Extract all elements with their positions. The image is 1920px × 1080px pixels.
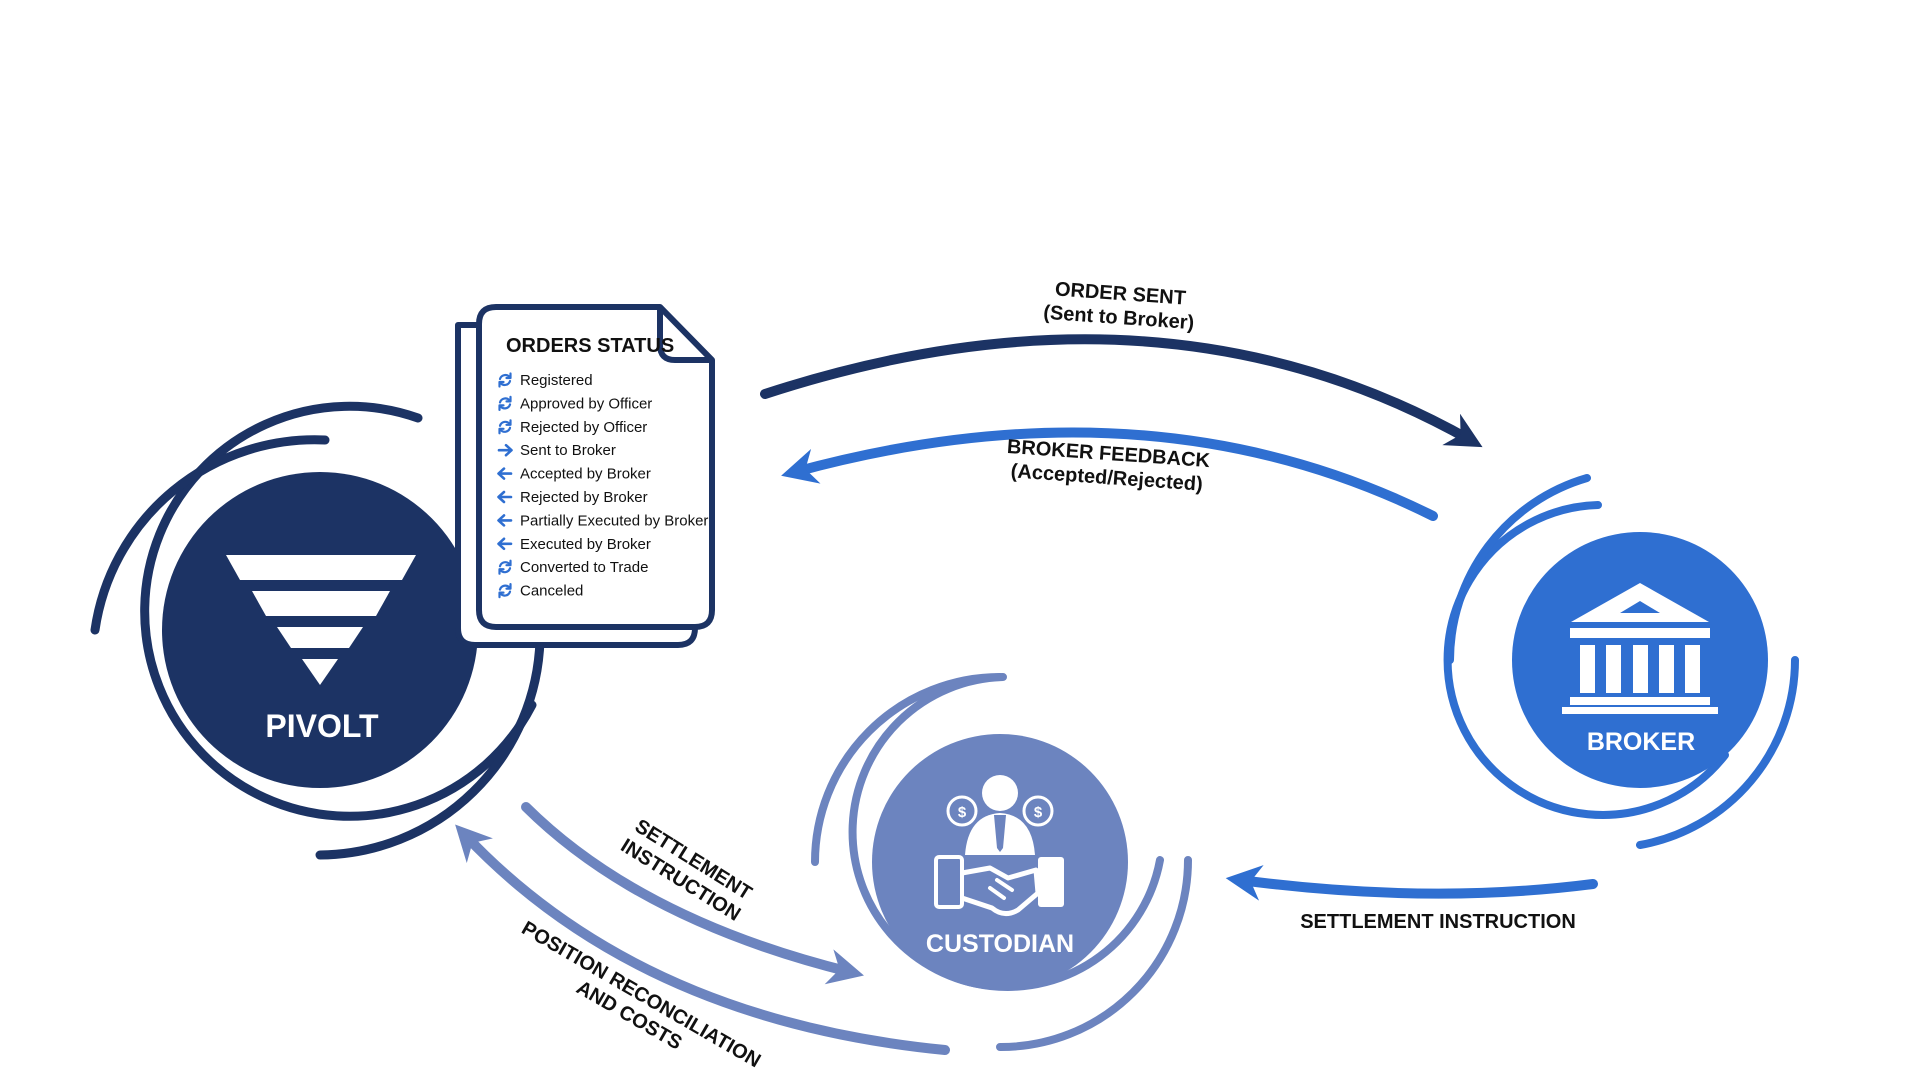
arrow-left-icon bbox=[497, 514, 513, 527]
funnel-icon bbox=[226, 555, 416, 685]
refresh-icon bbox=[498, 419, 512, 435]
status-item-label: Accepted by Broker bbox=[520, 466, 651, 483]
status-item: Partially Executed by Broker bbox=[497, 512, 708, 529]
arrow-left-icon bbox=[497, 490, 513, 504]
status-item: Rejected by Officer bbox=[498, 419, 647, 436]
position-reconciliation-line1: POSITION RECONCILIATION bbox=[518, 917, 764, 1072]
arrow-left-icon bbox=[497, 467, 513, 480]
svg-text:$: $ bbox=[958, 804, 967, 821]
refresh-icon bbox=[498, 372, 512, 388]
broker-label: BROKER bbox=[1587, 728, 1695, 756]
status-item: Executed by Broker bbox=[497, 536, 651, 553]
broker-node: BROKER bbox=[1443, 474, 1799, 849]
custodian-node: $ $ CUSTODIAN bbox=[811, 673, 1192, 1052]
document-front-page bbox=[476, 304, 715, 630]
status-item: Approved by Officer bbox=[498, 395, 652, 412]
settlement-instruction-broker-arrow bbox=[1225, 864, 1598, 901]
status-item-label: Converted to Trade bbox=[520, 559, 648, 576]
status-item-label: Sent to Broker bbox=[520, 442, 616, 459]
pivolt-label: PIVOLT bbox=[265, 708, 379, 744]
refresh-icon bbox=[498, 582, 512, 599]
status-item-label: Registered bbox=[520, 372, 593, 389]
handshake-agent-icon: $ $ bbox=[934, 775, 1064, 916]
status-item-label: Executed by Broker bbox=[520, 536, 651, 553]
status-item: Accepted by Broker bbox=[497, 466, 651, 483]
orders-status-title: ORDERS STATUS bbox=[506, 335, 674, 357]
position-reconciliation-arrow bbox=[455, 824, 950, 1055]
pivolt-node: PIVOLT bbox=[90, 401, 545, 860]
status-item: Rejected by Broker bbox=[497, 489, 648, 506]
order-sent-label: ORDER SENT (Sent to Broker) bbox=[1043, 278, 1195, 334]
arrow-right-icon bbox=[497, 443, 513, 457]
status-item-label: Rejected by Officer bbox=[520, 419, 647, 436]
broker-feedback-label: BROKER FEEDBACK (Accepted/Rejected) bbox=[1006, 436, 1211, 496]
refresh-icon bbox=[498, 559, 512, 575]
order-sent-arrow bbox=[760, 334, 1483, 448]
status-item: Canceled bbox=[498, 582, 583, 600]
custodian-circle bbox=[872, 734, 1128, 990]
settlement-instruction-pivolt-label: SETTLEMENT INSTRUCTION bbox=[617, 815, 756, 926]
settlement-instruction-pivolt-arrow bbox=[521, 802, 864, 985]
status-item: Registered bbox=[498, 372, 593, 389]
status-item-label: Canceled bbox=[520, 583, 583, 600]
document-fold-corner bbox=[657, 307, 712, 363]
custodian-rings bbox=[811, 673, 1192, 1052]
status-item-label: Partially Executed by Broker bbox=[520, 512, 708, 529]
settlement-instruction-broker-label: SETTLEMENT INSTRUCTION bbox=[1300, 911, 1576, 933]
status-item-label: Approved by Officer bbox=[520, 395, 652, 412]
svg-text:$: $ bbox=[1034, 804, 1043, 821]
broker-feedback-arrow bbox=[781, 427, 1438, 521]
pivolt-rings bbox=[90, 401, 545, 860]
custodian-label: CUSTODIAN bbox=[926, 930, 1074, 958]
status-item-label: Rejected by Broker bbox=[520, 489, 648, 506]
bank-building-icon bbox=[1562, 583, 1718, 714]
refresh-icon bbox=[498, 395, 512, 411]
status-item: Sent to Broker bbox=[497, 442, 616, 459]
status-item: Converted to Trade bbox=[498, 559, 648, 576]
arrow-left-icon bbox=[497, 537, 513, 551]
broker-rings bbox=[1443, 474, 1799, 849]
